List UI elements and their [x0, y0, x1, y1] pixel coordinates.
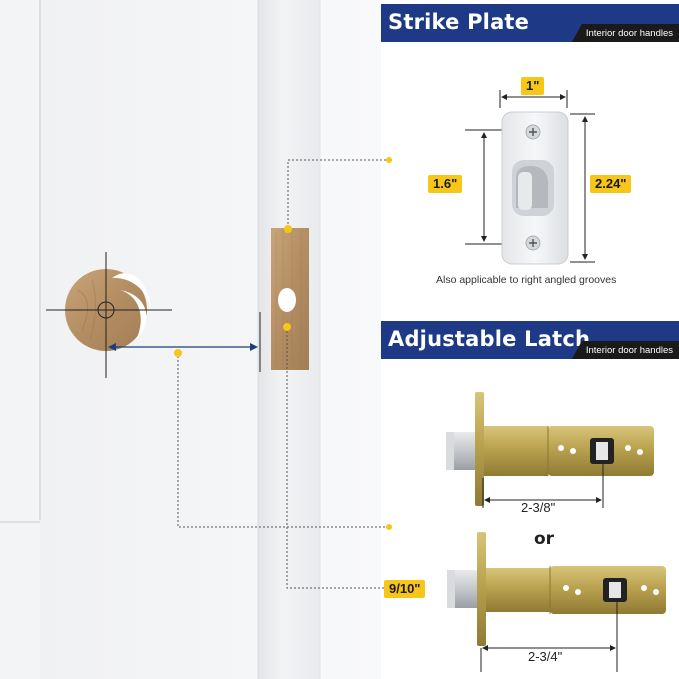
latch-long-dimension — [480, 600, 618, 672]
latch-faceplate-label: 9/10" — [384, 580, 426, 598]
latch-short-arrowheads — [484, 497, 602, 503]
strike-note: Also applicable to right angled grooves — [436, 274, 617, 286]
screw-icon — [525, 235, 541, 251]
screw-icon — [525, 124, 541, 140]
adjustable-latch-long — [447, 532, 666, 646]
latch-short-backset-label: 2-3/8" — [521, 500, 556, 515]
latch-subtitle: Interior door handles — [571, 341, 679, 359]
strike-plate-title: Strike Plate — [388, 10, 530, 34]
callout-dots — [174, 157, 392, 530]
backset-arrow-right — [250, 343, 258, 351]
latch-long-backset-label: 2-3/4" — [528, 649, 563, 664]
latch-banner: Adjustable Latch Interior door handles — [381, 321, 679, 359]
latch-short-dimension — [482, 462, 604, 508]
strike-plate — [501, 111, 569, 265]
door-panel — [0, 0, 381, 679]
door-panel-inset — [0, 0, 40, 679]
or-label: or — [534, 529, 555, 549]
latch-long-arrowheads — [482, 645, 616, 651]
backset-arrow-left — [108, 343, 116, 351]
strike-width-label: 1" — [521, 77, 545, 95]
strike-overall-height-label: 2.24" — [590, 175, 632, 193]
strike-plate-subtitle: Interior door handles — [571, 24, 679, 42]
latch-title: Adjustable Latch — [388, 327, 591, 351]
strike-plate-banner: Strike Plate Interior door handles — [381, 4, 679, 42]
strike-height-label: 1.6" — [428, 175, 463, 193]
strike-dimension-arrowheads — [481, 94, 588, 260]
latch-bore — [278, 288, 296, 312]
callout-lines — [177, 159, 388, 589]
adjustable-latch-short — [446, 392, 654, 506]
